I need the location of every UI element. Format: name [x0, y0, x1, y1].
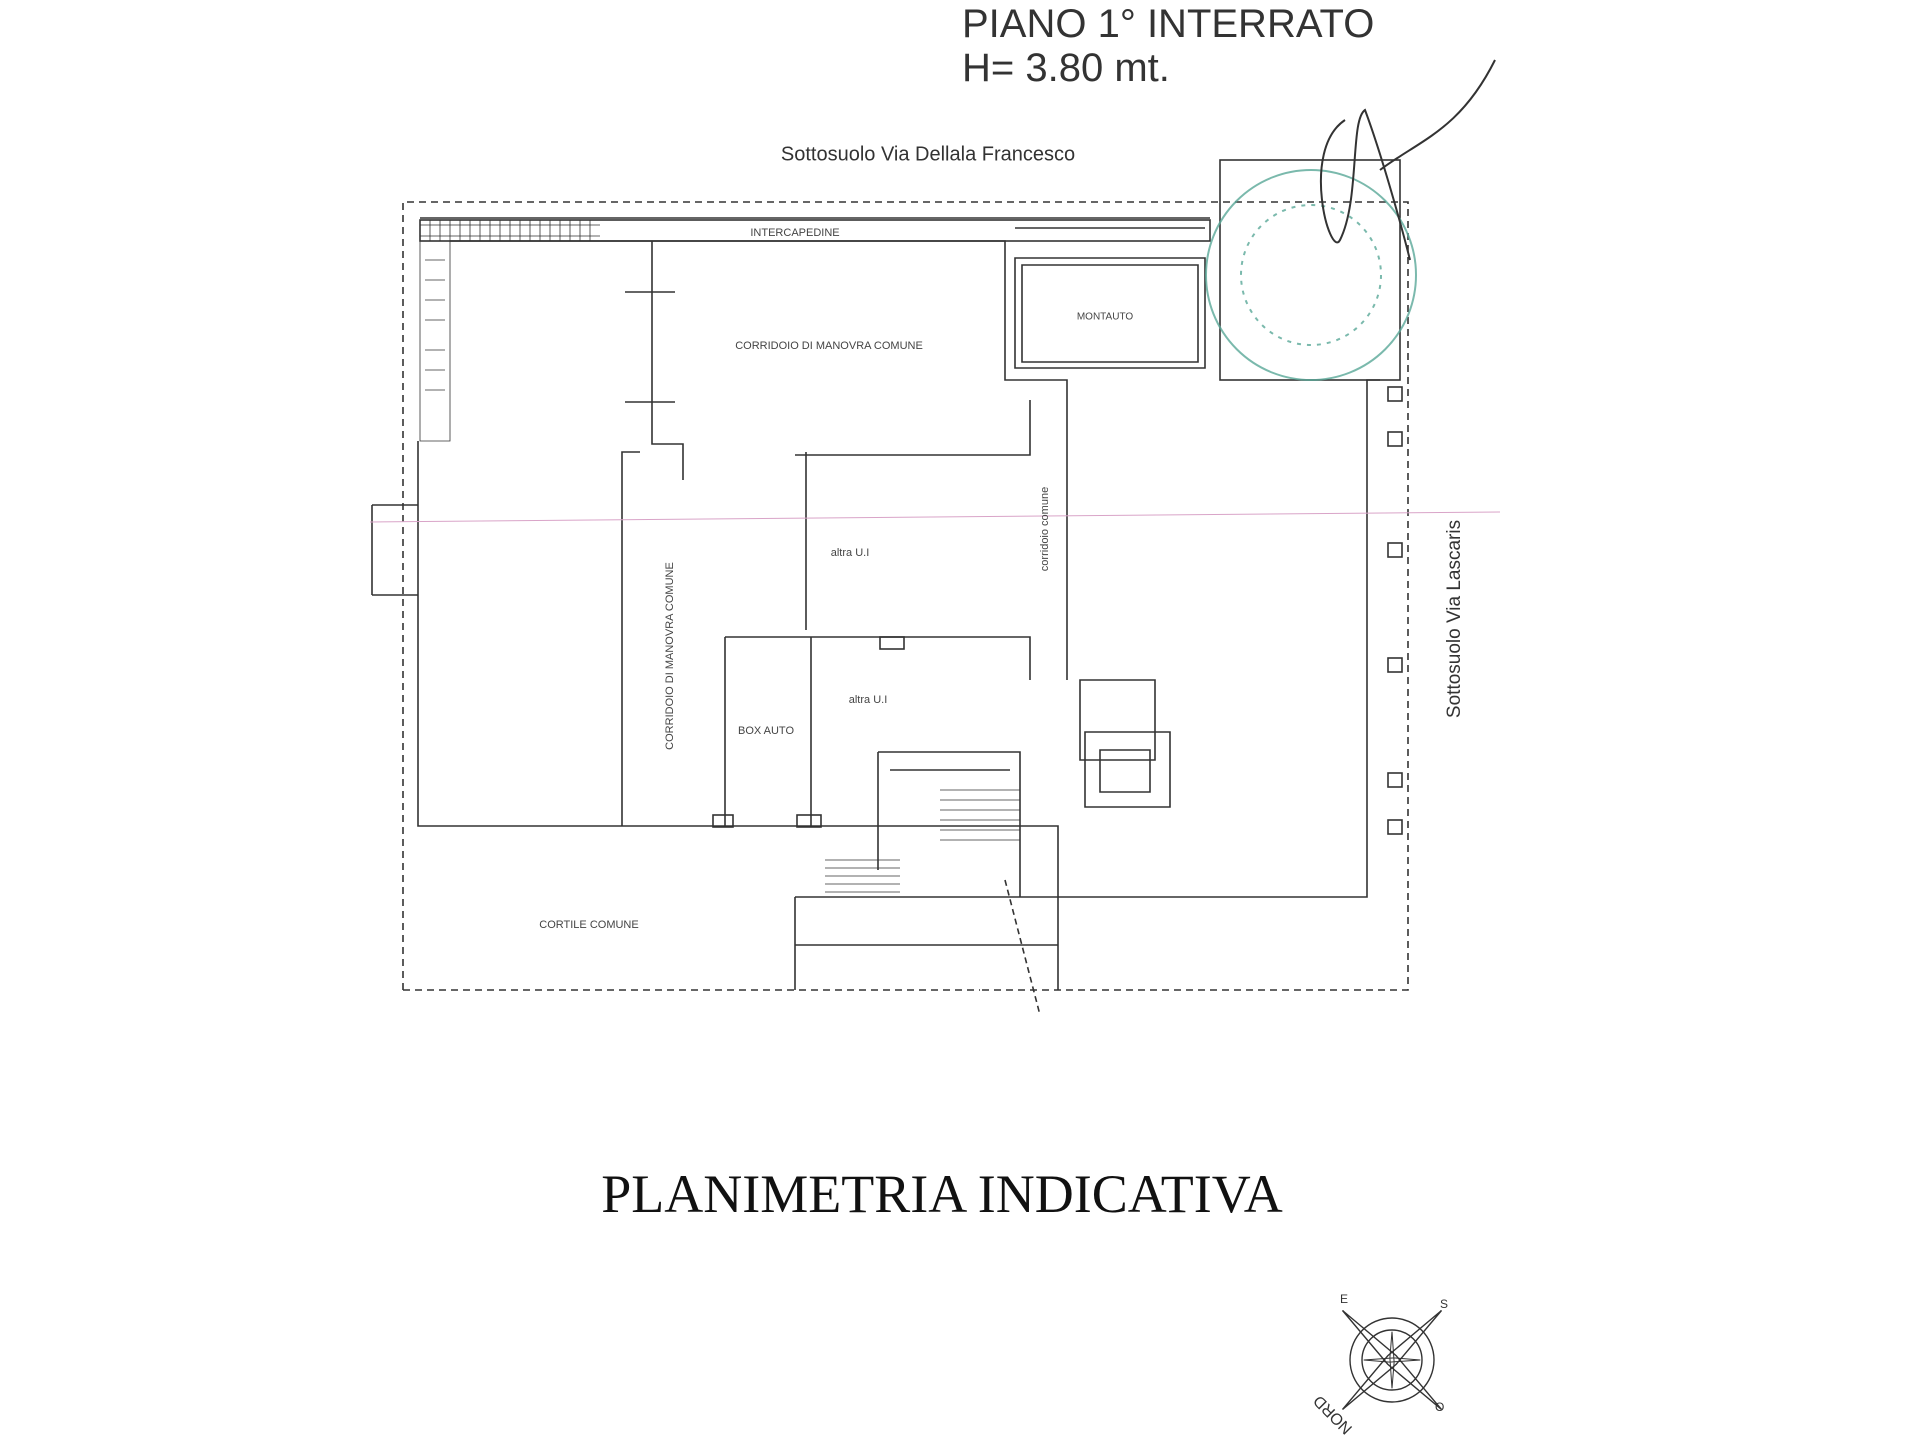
room-label-corridoio-left: CORRIDOIO DI MANOVRA COMUNE	[664, 562, 676, 750]
street-top-label: Sottosuolo Via Dellala Francesco	[780, 143, 1076, 166]
room-label-intercapedine: INTERCAPEDINE	[750, 227, 840, 239]
building-wall	[417, 379, 1380, 898]
room-label-corridoio-top: CORRIDOIO DI MANOVRA COMUNE	[735, 340, 923, 352]
room-label-cortile: CORTILE COMUNE	[539, 919, 639, 931]
compass-east-label: E	[1340, 1292, 1349, 1306]
plan-title: PIANO 1° INTERRATO	[962, 2, 1375, 46]
room-label-montauto: MONTAUTO	[1076, 311, 1134, 323]
street-right-label: Sottosuolo Via Lascaris	[1444, 519, 1465, 719]
room-label-corridoio-comune: corridoio comune	[1039, 486, 1051, 572]
plan-height: H= 3.80 mt.	[962, 46, 1170, 90]
compass-south-label: S	[1440, 1297, 1449, 1311]
compass-west-label: O	[1435, 1400, 1445, 1414]
room-label-altra-ui-2: altra U.I	[848, 694, 888, 706]
compass-rose-icon	[1341, 1309, 1443, 1411]
property-boundary	[402, 201, 1409, 991]
room-label-box-auto: BOX AUTO	[737, 725, 795, 737]
notary-stamp	[1205, 169, 1417, 381]
signature	[1319, 59, 1496, 261]
room-label-altra-ui-1: altra U.I	[830, 547, 870, 559]
plan-caption: PLANIMETRIA INDICATIVA	[601, 1164, 1283, 1224]
